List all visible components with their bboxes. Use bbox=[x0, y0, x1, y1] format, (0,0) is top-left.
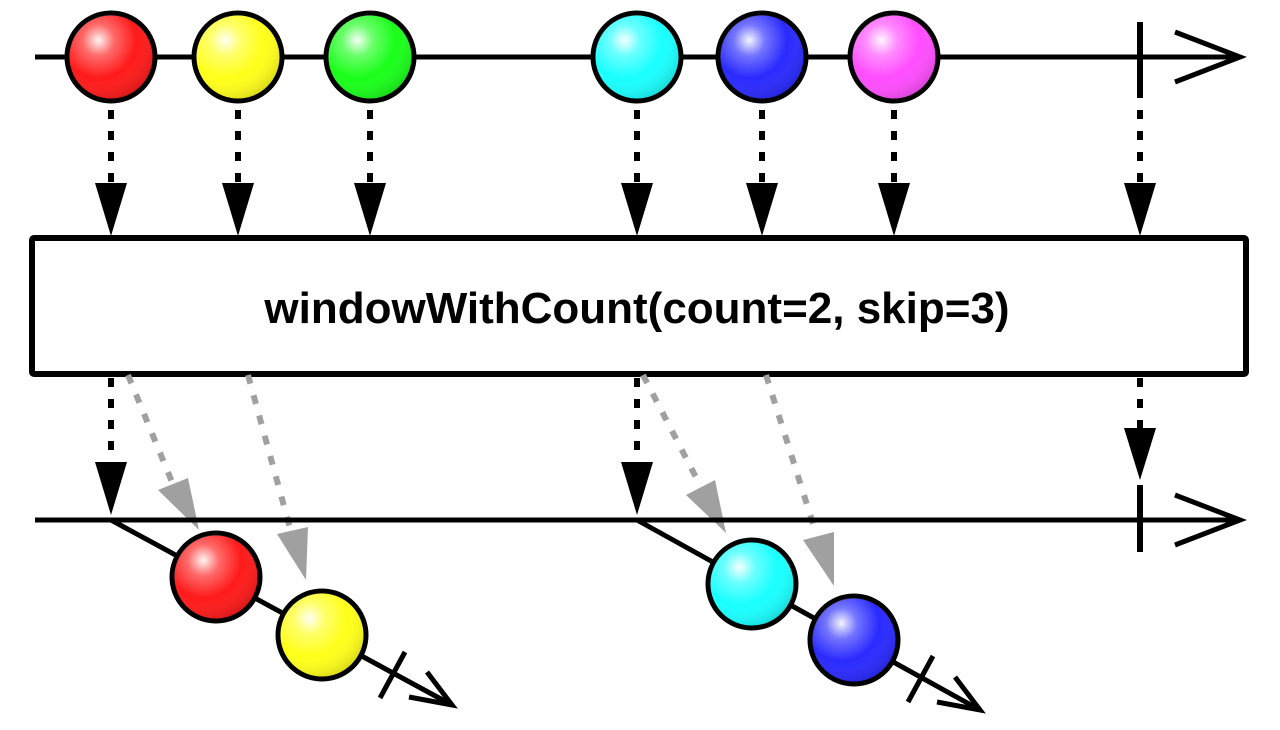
output-arrow-window-1-yellow bbox=[245, 374, 308, 580]
output-arrow-window-1-start bbox=[95, 378, 127, 515]
output-arrow-window-2-blue bbox=[763, 374, 834, 586]
input-arrow-yellow bbox=[222, 110, 254, 236]
input-arrow-cyan bbox=[621, 110, 653, 236]
source-marbles bbox=[64, 10, 941, 104]
source-marble-green bbox=[323, 10, 417, 104]
window-1-marble-yellow bbox=[275, 588, 369, 682]
operator-label: windowWithCount(count=2, skip=3) bbox=[263, 284, 1009, 333]
window-2 bbox=[635, 517, 986, 714]
window-1 bbox=[109, 517, 458, 709]
input-arrow-blue bbox=[746, 110, 778, 236]
output-arrow-window-1-red bbox=[125, 373, 199, 530]
output-arrows bbox=[95, 373, 1156, 586]
operator-box: windowWithCount(count=2, skip=3) bbox=[29, 235, 1249, 377]
source-marble-blue bbox=[715, 10, 809, 104]
window-1-completion-mark bbox=[377, 650, 408, 700]
input-arrow-magenta bbox=[878, 110, 910, 236]
input-arrow-completion bbox=[1124, 110, 1156, 236]
input-arrow-red bbox=[95, 110, 127, 236]
window-2-marble-blue bbox=[807, 593, 901, 687]
output-arrow-completion bbox=[1124, 378, 1156, 480]
window-1-marble-red bbox=[169, 530, 263, 624]
window-2-marble-cyan bbox=[705, 537, 799, 631]
output-arrow-window-2-start bbox=[621, 378, 653, 515]
input-arrows bbox=[95, 110, 1156, 236]
window-2-completion-mark bbox=[905, 654, 936, 704]
source-marble-magenta bbox=[847, 10, 941, 104]
source-marble-red bbox=[64, 10, 158, 104]
source-marble-cyan bbox=[590, 10, 684, 104]
output-arrow-window-2-cyan bbox=[640, 373, 726, 533]
source-marble-yellow bbox=[191, 10, 285, 104]
input-arrow-green bbox=[354, 110, 386, 236]
